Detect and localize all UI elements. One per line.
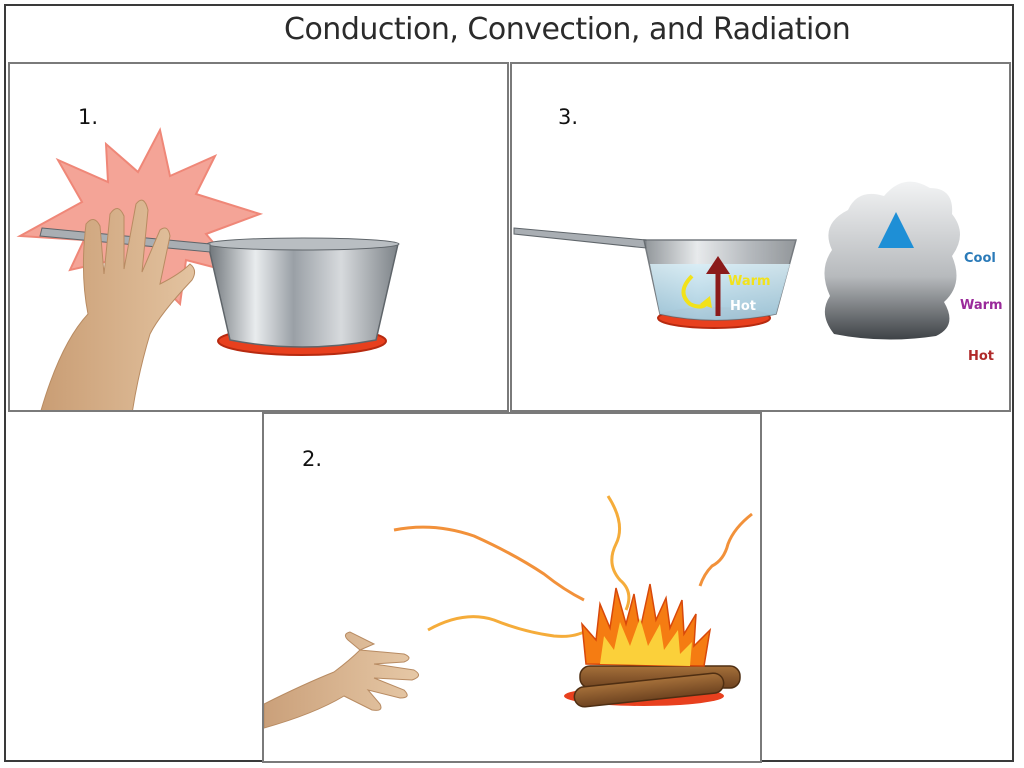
panel-number-2: 2.	[302, 447, 323, 471]
pot-handle	[513, 227, 647, 249]
heat-wave	[698, 512, 753, 587]
panel-radiation: 2.	[262, 412, 762, 763]
heat-wave	[393, 525, 585, 602]
panel-conduction: 1.	[8, 62, 509, 412]
rising-heat-arrowhead	[706, 256, 730, 274]
cloud-label-cool: Cool	[964, 251, 996, 266]
panel-number-1: 1.	[78, 105, 99, 129]
pot-label-warm: Warm	[728, 274, 771, 289]
convection-current-arrowhead	[700, 296, 712, 308]
heat-wave	[606, 495, 631, 611]
cloud-label-hot: Hot	[968, 349, 994, 364]
pot-body	[207, 243, 399, 348]
conduction-illustration	[16, 127, 400, 410]
log	[573, 672, 725, 708]
pot-label-hot: Hot	[730, 299, 756, 314]
cloud	[824, 181, 960, 340]
heat-wave	[427, 615, 589, 638]
pot-rim	[206, 237, 400, 251]
cloud-label-warm: Warm	[960, 298, 1003, 313]
inner-flames	[600, 618, 692, 666]
convection-current-arrow	[681, 274, 710, 309]
radiation-illustration	[264, 495, 753, 729]
hand-conduction	[40, 199, 196, 410]
hand-radiation	[264, 631, 419, 729]
cloud-arrowhead	[878, 212, 914, 248]
panel-convection: Warm Hot Cool Warm Hot 3.	[510, 62, 1011, 412]
convection-illustration: Warm Hot Cool Warm Hot	[513, 181, 1003, 366]
slide-title: Conduction, Convection, and Radiation	[284, 12, 851, 47]
panel-number-3: 3.	[558, 105, 579, 129]
